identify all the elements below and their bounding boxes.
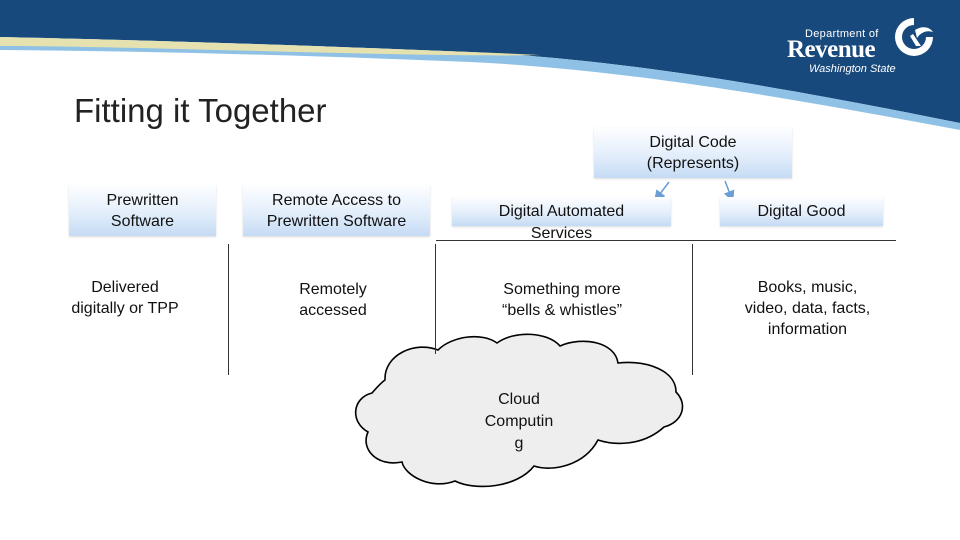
- revenue-logo-icon: [895, 18, 933, 56]
- column-header-label: Prewritten Software: [266, 212, 407, 230]
- logo-name-text: Revenue: [787, 36, 876, 63]
- cloud-shape: [354, 333, 684, 488]
- cloud-line: g: [514, 435, 524, 452]
- digital-code-sublabel: (Represents): [646, 155, 740, 172]
- column-header-remote-access: Remote Access to Prewritten Software: [243, 185, 430, 236]
- column-header-label: Services: [530, 225, 593, 242]
- digital-code-box: Digital Code (Represents): [594, 128, 792, 178]
- column-header-digital-good: Digital Good: [720, 197, 883, 226]
- header-divider: [436, 240, 896, 241]
- column-header-label: Digital Good: [757, 203, 846, 220]
- column-desc-automated-services: Something more “bells & whistles”: [472, 279, 652, 321]
- desc-line: Books, music,: [757, 279, 858, 296]
- cloud-line: Cloud: [498, 391, 540, 408]
- cloud-computing-label: Cloud Computin g: [478, 389, 560, 455]
- revenue-logo[interactable]: Department of Revenue Washington State: [785, 12, 945, 82]
- desc-line: accessed: [299, 302, 367, 319]
- column-desc-remote-access: Remotely accessed: [258, 279, 408, 321]
- column-desc-digital-good: Books, music, video, data, facts, inform…: [720, 277, 895, 340]
- desc-line: digitally or TPP: [71, 300, 179, 317]
- logo-state-text: Washington State: [809, 63, 896, 75]
- column-header-label: Prewritten: [106, 191, 179, 209]
- header-banner: [0, 0, 960, 130]
- desc-line: Remotely: [299, 281, 367, 298]
- column-header-automated-services: Digital Automated Services: [452, 197, 671, 242]
- desc-line: “bells & whistles”: [501, 302, 623, 319]
- column-header-label: Remote Access to: [272, 191, 401, 209]
- arrow-to-automated-services: [654, 181, 670, 202]
- cloud-line: Computin: [484, 413, 554, 430]
- column-desc-prewritten: Delivered digitally or TPP: [50, 277, 200, 319]
- column-divider-1: [228, 244, 229, 375]
- column-header-prewritten: Prewritten Software: [69, 185, 216, 236]
- desc-line: Something more: [503, 281, 621, 298]
- arrow-to-digital-good: [723, 180, 735, 202]
- column-header-label: Software: [110, 212, 175, 230]
- page-title: Fitting it Together: [74, 92, 327, 129]
- desc-line: video, data, facts,: [744, 300, 871, 317]
- column-divider-3: [692, 244, 693, 375]
- desc-line: information: [767, 321, 848, 338]
- column-divider-2: [435, 244, 436, 354]
- digital-code-label: Digital Code: [649, 134, 737, 151]
- logo-dept-text: Department of: [805, 28, 879, 40]
- desc-line: Delivered: [91, 279, 159, 296]
- column-header-label: Digital Automated: [498, 203, 625, 220]
